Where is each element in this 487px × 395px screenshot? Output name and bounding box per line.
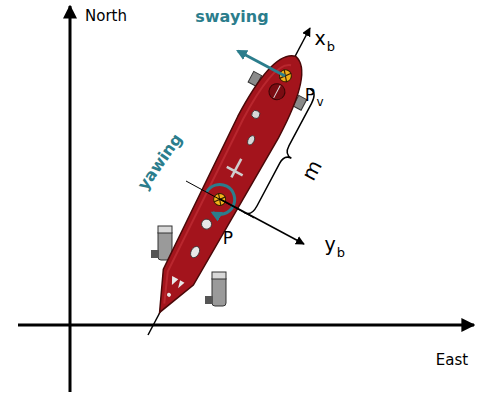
vehicle-hull (133, 42, 334, 333)
point-subscript: v (316, 96, 323, 108)
axis-label: East (436, 353, 468, 368)
point-label: P (305, 87, 315, 104)
axis-label: North (85, 9, 127, 24)
thruster (205, 272, 226, 306)
point-label: P (223, 230, 233, 247)
distance-label: m (299, 157, 326, 184)
motion-label: swaying (195, 9, 268, 25)
north-axis (69, 6, 72, 392)
distance-brace (244, 89, 324, 220)
motion-label: yawing (135, 131, 185, 193)
axis-subscript: b (327, 40, 335, 53)
axis-subscript: b (337, 246, 345, 259)
axis-name: y (324, 235, 335, 254)
east-axis (18, 324, 474, 327)
axis-name: x (314, 29, 325, 48)
thruster (151, 226, 172, 260)
sway-arrow (238, 51, 285, 76)
